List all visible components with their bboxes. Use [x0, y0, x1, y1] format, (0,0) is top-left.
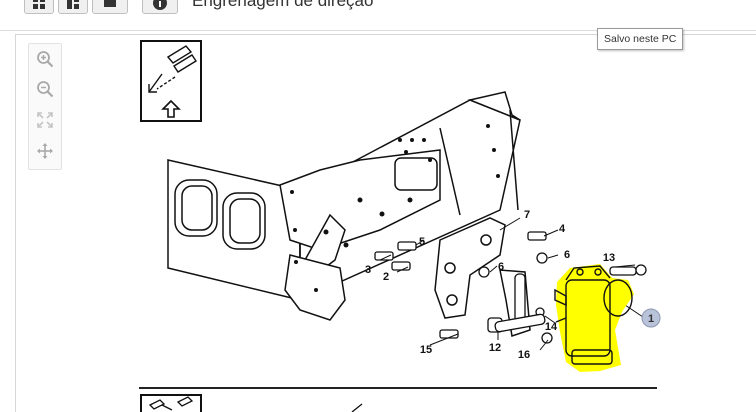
next-view-orientation-box — [140, 394, 363, 412]
zoom-toolbar — [28, 43, 62, 170]
grid-view-button[interactable] — [24, 0, 54, 14]
saved-tooltip: Salvo neste PC — [597, 28, 684, 50]
section-divider — [139, 387, 657, 389]
steering-gear-highlighted — [494, 264, 647, 372]
callout-2: 2 — [383, 271, 389, 283]
zoom-in-icon — [37, 51, 54, 68]
fit-to-screen-button[interactable] — [29, 106, 61, 134]
pan-button[interactable] — [29, 137, 61, 165]
callout-labels: 1 2 3 4 5 6 6 7 12 13 14 15 16 — [365, 209, 661, 361]
info-icon — [153, 0, 167, 10]
print-icon — [104, 0, 116, 7]
zoom-out-button[interactable] — [29, 75, 61, 103]
callout-7: 7 — [524, 209, 530, 221]
layout-icon — [67, 0, 79, 9]
callout-16: 16 — [518, 349, 530, 361]
page-title: Engrenagem de direção — [192, 0, 374, 10]
zoom-in-button[interactable] — [29, 45, 61, 73]
callout-3: 3 — [365, 264, 371, 276]
zoom-out-icon — [37, 81, 54, 98]
callout-5: 5 — [419, 236, 425, 248]
callout-1: 1 — [648, 313, 654, 325]
top-toolbar: Engrenagem de direção — [0, 0, 756, 31]
callout-14: 14 — [545, 321, 558, 333]
view-orientation-box — [140, 40, 202, 122]
pan-icon — [37, 143, 53, 159]
callout-4: 4 — [559, 223, 566, 235]
callout-12: 12 — [489, 342, 501, 354]
grid-icon — [33, 0, 45, 9]
callout-6b: 6 — [564, 249, 570, 261]
callout-13: 13 — [603, 252, 615, 264]
print-button[interactable] — [92, 0, 128, 14]
callout-15: 15 — [420, 344, 432, 356]
callout-6a: 6 — [498, 261, 504, 273]
fit-to-screen-icon — [37, 112, 53, 128]
info-button[interactable] — [142, 0, 178, 14]
split-view-button[interactable] — [58, 0, 88, 14]
